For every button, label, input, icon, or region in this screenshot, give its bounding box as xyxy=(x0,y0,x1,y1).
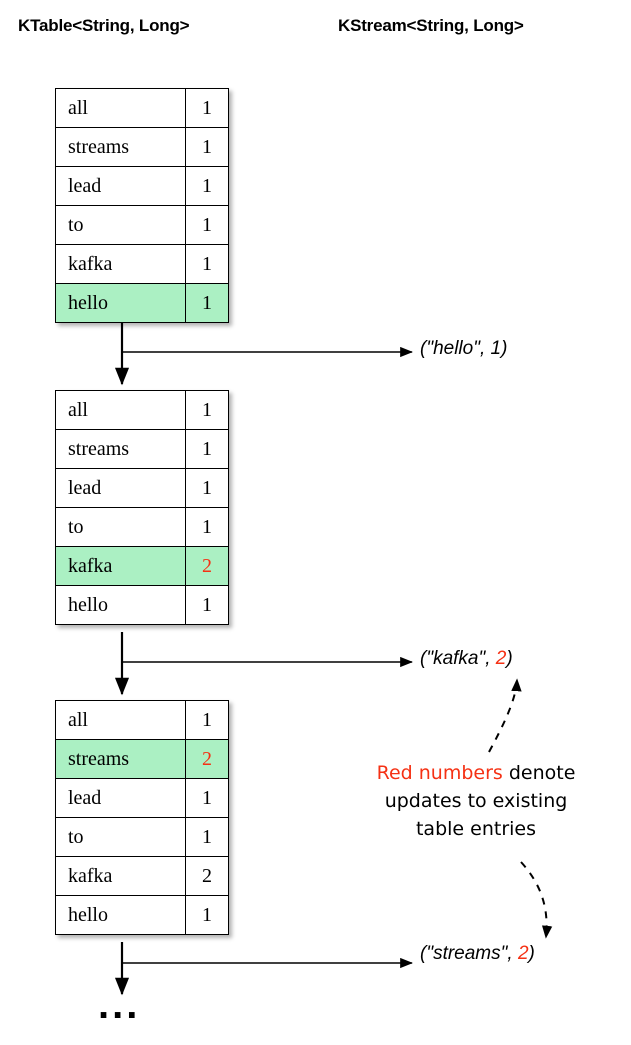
row-key: hello xyxy=(55,895,186,935)
row-key: lead xyxy=(55,778,186,818)
row-key: kafka xyxy=(55,244,186,284)
legend-annotation: Red numbers denote updates to existing t… xyxy=(341,759,611,843)
row-key: to xyxy=(55,507,186,547)
record-suffix: ) xyxy=(506,648,513,669)
record-key: ("kafka", xyxy=(420,648,496,669)
row-key: hello xyxy=(55,283,186,323)
legend-rest-text: denote xyxy=(502,762,576,784)
row-key: all xyxy=(55,390,186,430)
row-key: to xyxy=(55,817,186,857)
stream-record-hello: ("hello", 1) xyxy=(420,338,507,360)
row-value: 2 xyxy=(185,739,229,779)
row-value: 1 xyxy=(185,244,229,284)
record-value: 2 xyxy=(517,943,529,964)
continuation-ellipsis: ... xyxy=(98,983,141,1027)
row-key: all xyxy=(55,88,186,128)
row-key: kafka xyxy=(55,546,186,586)
row-key: streams xyxy=(55,127,186,167)
legend-highlight-text: Red numbers xyxy=(376,762,503,784)
stream-record-kafka: ("kafka", 2) xyxy=(420,648,513,670)
row-key: streams xyxy=(55,739,186,779)
callout-arrow-up xyxy=(488,678,522,753)
flow-stage-2 xyxy=(114,632,413,696)
row-key: kafka xyxy=(55,856,186,896)
row-value: 1 xyxy=(185,895,229,935)
row-value: 1 xyxy=(185,468,229,508)
flow-stage-3 xyxy=(114,942,413,996)
row-value: 1 xyxy=(185,507,229,547)
record-key: ("streams", xyxy=(420,943,518,964)
row-value: 1 xyxy=(185,88,229,128)
legend-line-2: updates to existing xyxy=(384,790,568,812)
record-suffix: ) xyxy=(528,943,535,964)
row-value: 1 xyxy=(185,429,229,469)
row-value: 1 xyxy=(185,205,229,245)
flow-stage-1 xyxy=(114,322,413,386)
row-value: 2 xyxy=(185,856,229,896)
row-value: 1 xyxy=(185,817,229,857)
record-key: ("hello", xyxy=(420,338,491,359)
row-key: hello xyxy=(55,585,186,625)
row-key: all xyxy=(55,700,186,740)
legend-line-3: table entries xyxy=(415,818,537,840)
row-value: 1 xyxy=(185,390,229,430)
record-value: 2 xyxy=(495,648,507,669)
record-suffix: ) xyxy=(501,338,508,359)
row-key: lead xyxy=(55,166,186,206)
record-value: 1 xyxy=(490,338,502,359)
row-value: 1 xyxy=(185,166,229,206)
row-value: 1 xyxy=(185,585,229,625)
row-value: 1 xyxy=(185,700,229,740)
row-value: 1 xyxy=(185,127,229,167)
row-key: to xyxy=(55,205,186,245)
row-value: 1 xyxy=(185,283,229,323)
stream-record-streams: ("streams", 2) xyxy=(420,943,535,965)
column-header-ktable: KTable<String, Long> xyxy=(18,16,190,35)
column-header-kstream: KStream<String, Long> xyxy=(338,16,524,35)
row-value: 2 xyxy=(185,546,229,586)
callout-arrow-down xyxy=(520,861,553,939)
row-key: streams xyxy=(55,429,186,469)
row-value: 1 xyxy=(185,778,229,818)
row-key: lead xyxy=(55,468,186,508)
